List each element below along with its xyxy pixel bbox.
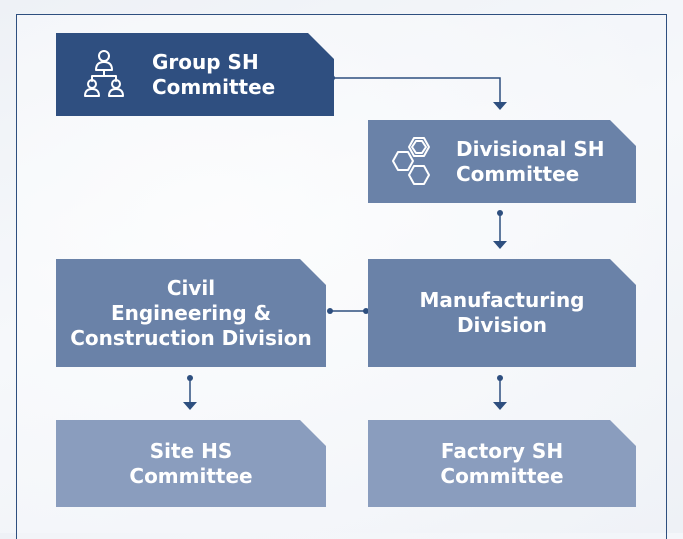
civil-engineering-division-box: Civil Engineering & Construction Divisio…	[56, 259, 326, 367]
people-hierarchy-icon	[84, 50, 124, 97]
factory-sh-committee-label: Factory SH Committee	[440, 438, 564, 488]
site-hs-committee-label: Site HS Committee	[129, 438, 253, 488]
connector-divisional-to-manufacturing	[493, 210, 507, 249]
manufacturing-division-box: Manufacturing Division	[368, 259, 636, 367]
connector-manufacturing-to-factory	[493, 375, 507, 410]
factory-sh-committee-box: Factory SH Committee	[368, 420, 636, 507]
connector-civil-manufacturing	[327, 308, 369, 314]
civil-engineering-division-label: Civil Engineering & Construction Divisio…	[70, 275, 312, 350]
group-sh-committee-label: Group SH Committee	[152, 49, 276, 99]
group-sh-committee-box: Group SH Committee	[56, 33, 334, 116]
manufacturing-division-label: Manufacturing Division	[419, 288, 585, 337]
hexagons-icon	[392, 137, 430, 185]
divisional-sh-committee-label: Divisional SH Committee	[456, 136, 605, 186]
connector-group-to-divisional	[329, 75, 507, 110]
site-hs-committee-box: Site HS Committee	[56, 420, 326, 507]
connector-civil-to-site	[183, 375, 197, 410]
